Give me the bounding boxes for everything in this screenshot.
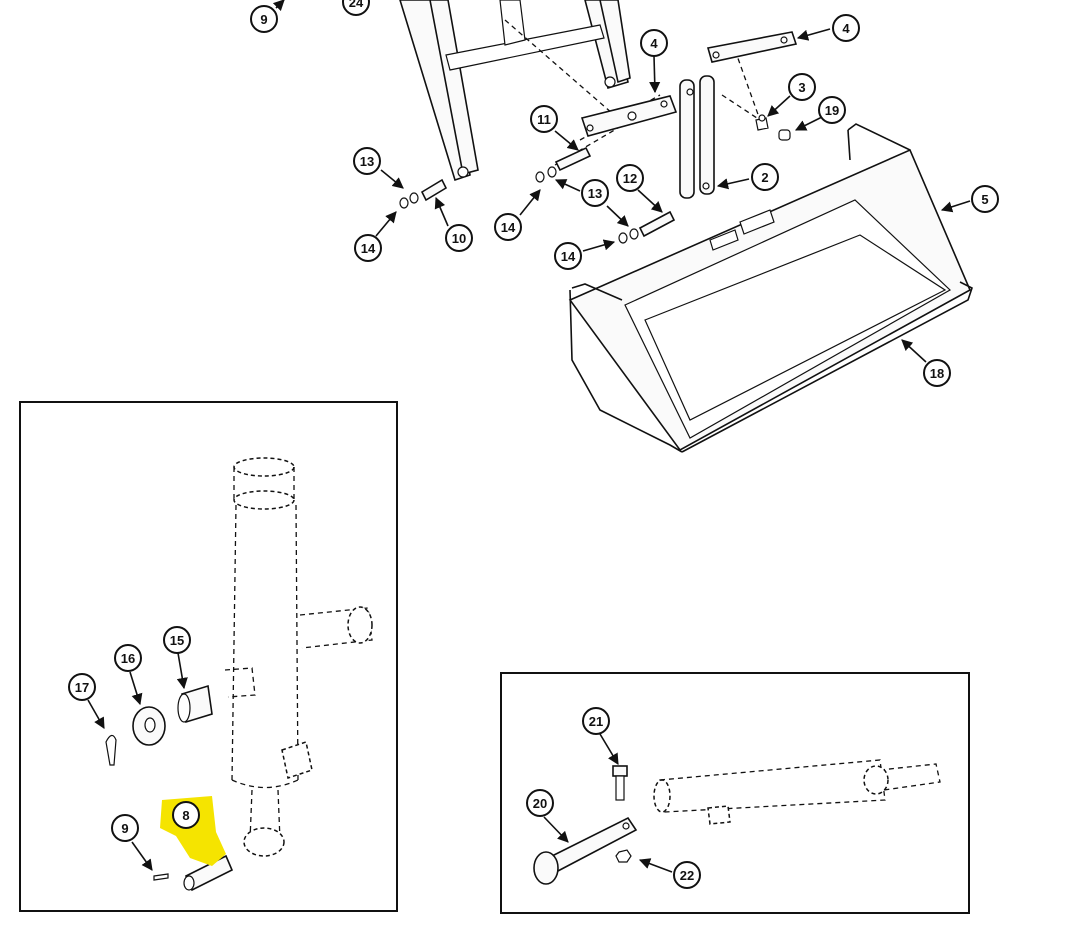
pin-12 xyxy=(638,210,676,238)
pin-20 xyxy=(533,816,638,885)
callout-4-center[interactable]: 4 xyxy=(640,29,668,57)
svg-text:15: 15 xyxy=(170,633,184,648)
washer-16 xyxy=(132,706,166,746)
washers-left xyxy=(399,192,419,209)
inset-box-cylinder-mount xyxy=(19,401,398,912)
callout-20[interactable]: 20 xyxy=(526,789,554,817)
callout-5[interactable]: 5 xyxy=(971,185,999,213)
svg-text:10: 10 xyxy=(452,231,466,246)
svg-text:8: 8 xyxy=(182,808,189,823)
callout-16[interactable]: 16 xyxy=(114,644,142,672)
callout-14-left[interactable]: 14 xyxy=(354,234,382,262)
svg-text:20: 20 xyxy=(533,796,547,811)
svg-text:11: 11 xyxy=(537,112,551,127)
callout-14-lower[interactable]: 14 xyxy=(554,242,582,270)
callout-13-center[interactable]: 13 xyxy=(581,179,609,207)
callout-4-right[interactable]: 4 xyxy=(832,14,860,42)
cylinder-dashed-horizontal xyxy=(653,759,941,825)
svg-text:9: 9 xyxy=(260,12,267,27)
svg-text:4: 4 xyxy=(650,36,658,51)
svg-text:14: 14 xyxy=(561,249,576,264)
callout-9-top[interactable]: 9 xyxy=(250,5,278,33)
vertical-link xyxy=(679,75,715,199)
svg-text:18: 18 xyxy=(930,366,944,381)
callout-11[interactable]: 11 xyxy=(530,105,558,133)
callout-18[interactable]: 18 xyxy=(923,359,951,387)
nut-22 xyxy=(615,849,632,863)
inset-box-cylinder-pin xyxy=(500,672,970,914)
svg-text:5: 5 xyxy=(981,192,988,207)
svg-text:14: 14 xyxy=(361,241,376,256)
pin-11 xyxy=(554,146,592,172)
bushing-small xyxy=(778,129,791,141)
svg-text:9: 9 xyxy=(121,821,128,836)
link-arm-lower xyxy=(580,95,678,137)
svg-text:3: 3 xyxy=(798,80,805,95)
callout-15[interactable]: 15 xyxy=(163,626,191,654)
pin-8 xyxy=(183,854,234,892)
grease-fitting xyxy=(755,114,769,131)
callout-3[interactable]: 3 xyxy=(788,73,816,101)
callout-8[interactable]: 8 xyxy=(172,801,200,829)
callout-19[interactable]: 19 xyxy=(818,96,846,124)
loader-arm-assembly xyxy=(399,0,631,182)
callout-14-mid[interactable]: 14 xyxy=(494,213,522,241)
svg-text:2: 2 xyxy=(761,170,768,185)
svg-text:17: 17 xyxy=(75,680,89,695)
svg-text:22: 22 xyxy=(680,868,694,883)
callout-9-bottom[interactable]: 9 xyxy=(111,814,139,842)
link-arm-upper xyxy=(706,31,798,63)
cotter-pin-9 xyxy=(153,873,169,881)
callout-12[interactable]: 12 xyxy=(616,164,644,192)
cylinder-dashed xyxy=(224,457,373,857)
bolt-21 xyxy=(612,765,628,801)
callout-21[interactable]: 21 xyxy=(582,707,610,735)
svg-text:21: 21 xyxy=(589,714,603,729)
callout-17[interactable]: 17 xyxy=(68,673,96,701)
leader-lines xyxy=(87,0,971,873)
bucket xyxy=(568,123,973,453)
pin-10 xyxy=(420,178,448,202)
cotter-pin-17 xyxy=(105,734,117,766)
callout-24[interactable]: 24 xyxy=(342,0,370,16)
svg-text:12: 12 xyxy=(623,171,637,186)
svg-text:13: 13 xyxy=(360,154,374,169)
callout-22[interactable]: 22 xyxy=(673,861,701,889)
callout-2[interactable]: 2 xyxy=(751,163,779,191)
svg-text:4: 4 xyxy=(842,21,850,36)
washers-lower xyxy=(618,228,639,244)
svg-text:16: 16 xyxy=(121,651,135,666)
svg-text:13: 13 xyxy=(588,186,602,201)
callout-10[interactable]: 10 xyxy=(445,224,473,252)
washers-mid xyxy=(535,166,557,183)
bushing-15 xyxy=(177,684,213,724)
svg-text:24: 24 xyxy=(349,0,364,10)
svg-text:19: 19 xyxy=(825,103,839,118)
svg-text:14: 14 xyxy=(501,220,516,235)
callout-13-left[interactable]: 13 xyxy=(353,147,381,175)
